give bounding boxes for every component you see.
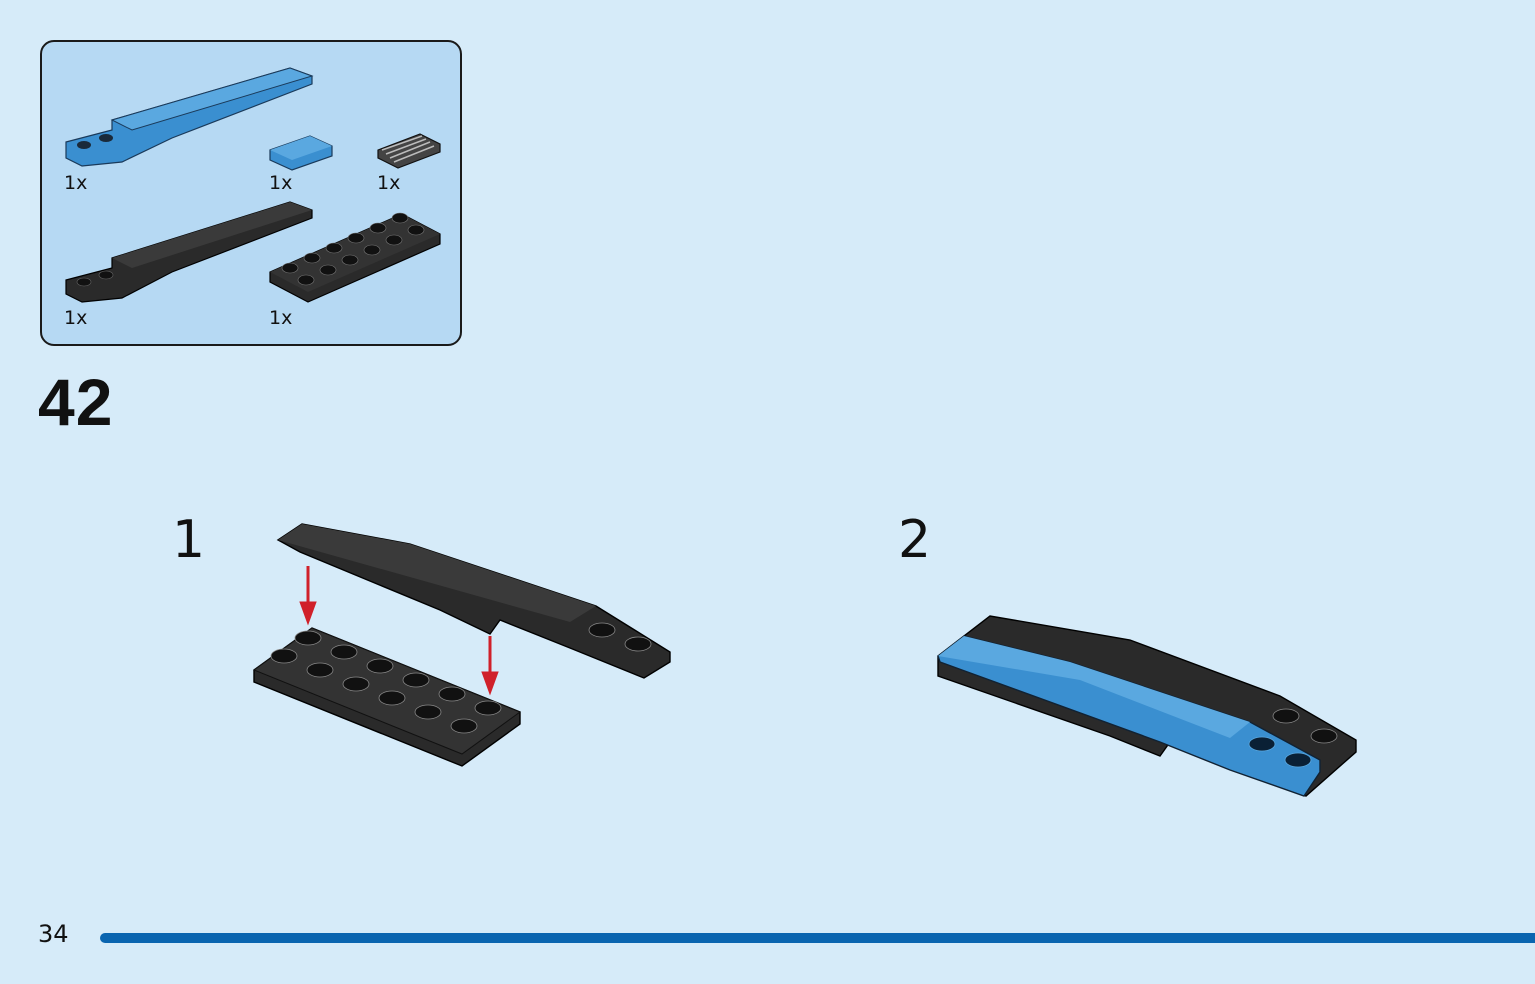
parts-illustrations	[65, 67, 441, 303]
substep-2-label: 2	[898, 510, 932, 570]
placement-arrows	[299, 566, 499, 696]
substep-1-label: 1	[172, 510, 206, 570]
qty-black-curved-slope: 1x	[64, 307, 88, 329]
plate-2x6	[252, 627, 522, 767]
qty-black-plate: 1x	[269, 307, 293, 329]
substep-1-illustration	[252, 523, 671, 767]
black-grille-part	[377, 133, 441, 169]
black-plate-part	[269, 212, 441, 303]
qty-black-grille: 1x	[377, 172, 401, 194]
blue-curved-slope-part	[65, 67, 314, 167]
parts-list-box: 1x 1x 1x 1x 1x	[40, 40, 462, 346]
curved-slope	[276, 523, 671, 679]
qty-blue-curved-slope: 1x	[64, 172, 88, 194]
footer-bar	[100, 933, 1535, 943]
page-number: 34	[38, 920, 69, 948]
blue-tile-part	[269, 135, 333, 171]
qty-blue-tile: 1x	[269, 172, 293, 194]
step-number: 42	[38, 365, 114, 439]
substep-2-illustration	[937, 615, 1357, 797]
black-curved-slope-part	[65, 201, 313, 303]
